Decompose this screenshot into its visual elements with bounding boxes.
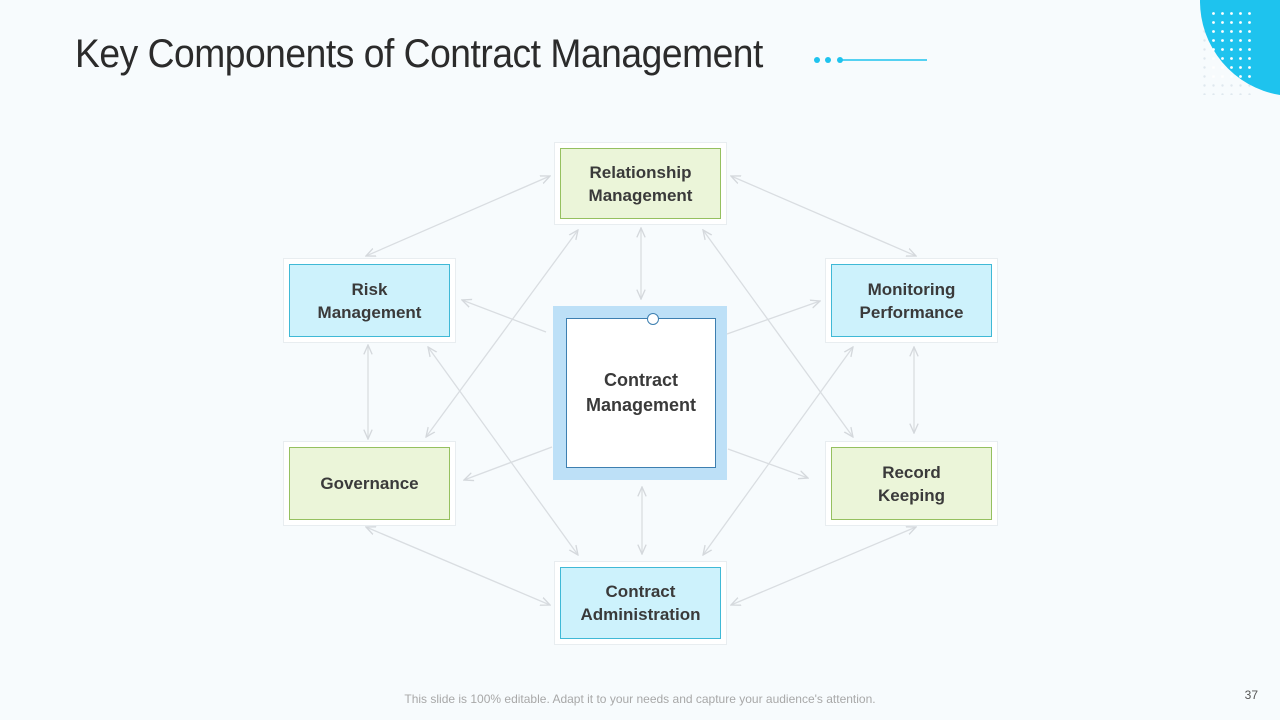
- title-decoration: [814, 57, 927, 63]
- node-monitoring-performance: Monitoring Performance: [826, 259, 997, 342]
- node-label-line1: Monitoring: [867, 279, 956, 299]
- node-label-line1: Risk: [351, 279, 388, 299]
- node-label-line1: Record: [882, 462, 941, 482]
- arrow-risk-administration: [428, 347, 578, 555]
- slide-title: Key Components of Contract Management: [75, 32, 763, 76]
- arrow-center-governance: [464, 446, 553, 480]
- node-label-line2: Management: [585, 395, 697, 415]
- node-label-line2: Management: [588, 185, 693, 205]
- corner-dot-grid: [1212, 10, 1257, 82]
- footer-note: This slide is 100% editable. Adapt it to…: [404, 692, 876, 706]
- arrow-record-administration: [731, 527, 916, 605]
- arrow-center-record: [727, 448, 808, 478]
- node-contract-administration: Contract Administration: [555, 562, 726, 644]
- arrow-monitoring-administration: [703, 347, 853, 555]
- title-deco-dot: [825, 57, 831, 63]
- arrow-relationship-monitoring: [731, 176, 916, 256]
- node-label-line1: Governance: [320, 474, 419, 493]
- node-risk-management: Risk Management: [284, 259, 455, 342]
- node-label-line2: Management: [317, 302, 422, 322]
- node-label-line2: Keeping: [877, 485, 946, 505]
- arrow-center-monitoring: [726, 301, 820, 335]
- center-handle-dot: [647, 313, 659, 325]
- page-number: 37: [1244, 688, 1258, 702]
- arrow-center-risk: [462, 300, 547, 333]
- node-record-keeping: Record Keeping: [826, 442, 997, 525]
- node-label-line1: Contract: [603, 370, 678, 390]
- node-label-line1: Relationship: [589, 162, 692, 182]
- arrow-governance-administration: [366, 527, 550, 605]
- corner-decoration: [1200, 0, 1280, 95]
- title-deco-dot: [814, 57, 820, 63]
- node-label-line1: Contract: [605, 582, 676, 601]
- node-label-line2: Performance: [859, 302, 964, 322]
- node-contract-management: Contract Management: [566, 318, 716, 468]
- node-label-line2: Administration: [580, 605, 701, 624]
- node-governance: Governance: [284, 442, 455, 525]
- node-relationship-management: Relationship Management: [555, 143, 726, 224]
- arrow-relationship-risk: [366, 176, 550, 256]
